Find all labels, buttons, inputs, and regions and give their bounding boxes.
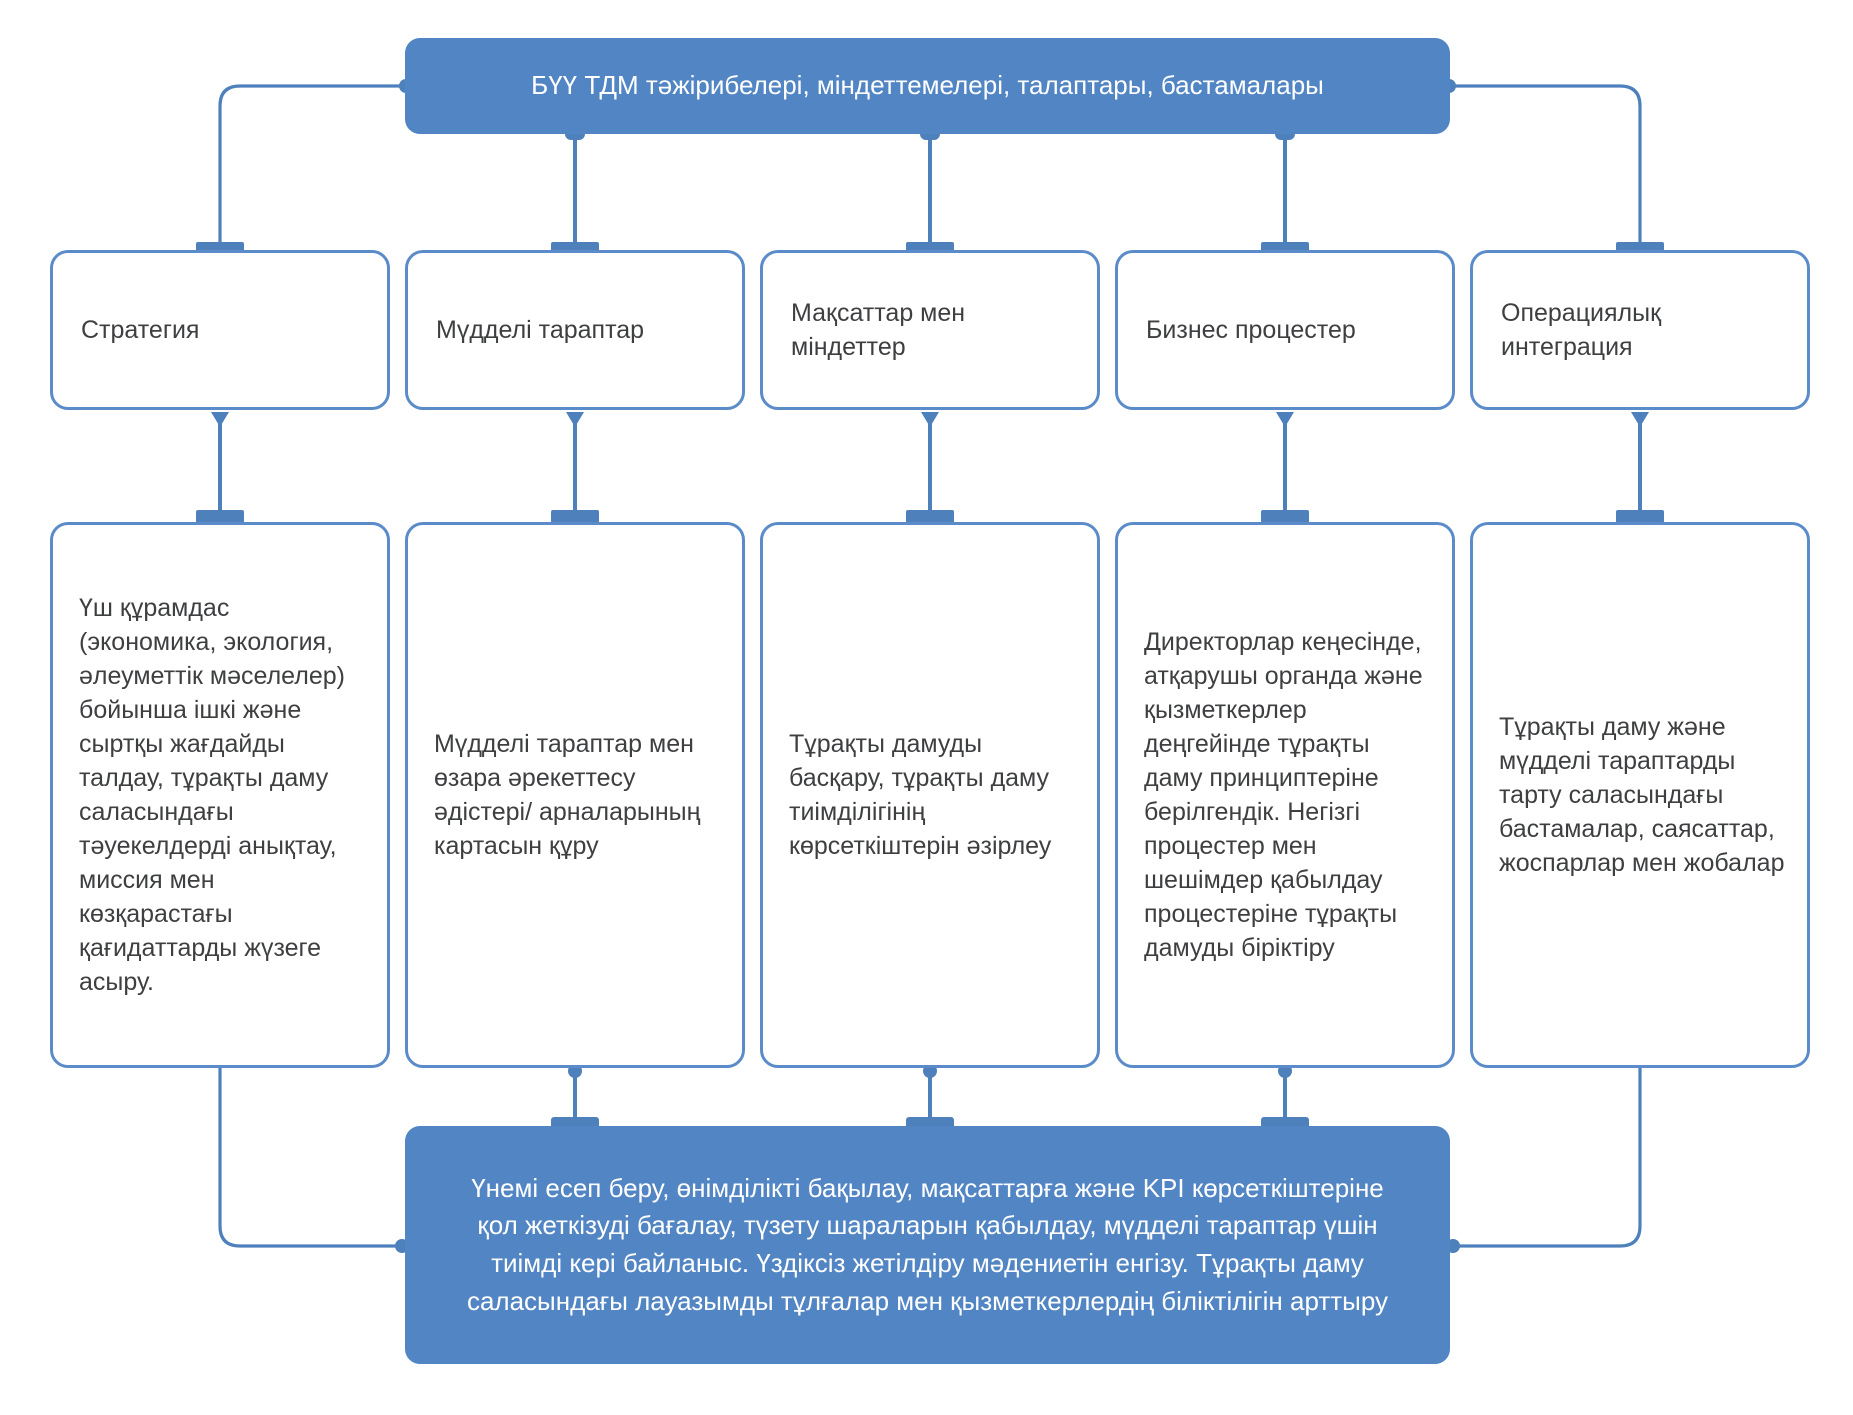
connector-top-to-col1	[218, 84, 405, 248]
connector-tab	[551, 510, 599, 523]
detail-box-strategy: Үш құрамдас (экономика, экология, әлеуме…	[50, 522, 390, 1068]
connector-detail1-to-bottom	[218, 1068, 403, 1248]
header-box-stakeholders: Мүдделі тараптар	[405, 250, 745, 410]
connector-arrow	[566, 412, 584, 427]
connector-arrow	[921, 412, 939, 427]
detail-text: Тұрақты даму және мүдделі тараптарды тар…	[1499, 713, 1785, 877]
top-source-label: БҮҮ ТДМ тәжірибелері, міндеттемелері, та…	[531, 70, 1324, 101]
top-source-box: БҮҮ ТДМ тәжірибелері, міндеттемелері, та…	[405, 38, 1450, 134]
header-box-goals-objectives: Мақсаттар мен міндеттер	[760, 250, 1100, 410]
header-label: Операциялық интеграция	[1501, 299, 1662, 361]
connector-arrow	[1631, 412, 1649, 427]
header-label: Бизнес процестер	[1146, 316, 1356, 344]
connector-arrow	[211, 412, 229, 427]
connector-top-to-col5	[1450, 84, 1642, 248]
header-box-business-processes: Бизнес процестер	[1115, 250, 1455, 410]
connector-arrow	[1276, 412, 1294, 427]
detail-box-operational-integration: Тұрақты даму және мүдделі тараптарды тар…	[1470, 522, 1810, 1068]
connector-tab	[196, 510, 244, 523]
detail-text: Директорлар кеңесінде, атқарушы органда …	[1144, 628, 1423, 962]
detail-text: Үш құрамдас (экономика, экология, әлеуме…	[79, 594, 345, 996]
detail-text: Мүдделі тараптар мен өзара әрекеттесу әд…	[434, 730, 701, 860]
detail-box-stakeholders: Мүдделі тараптар мен өзара әрекеттесу әд…	[405, 522, 745, 1068]
bottom-result-label: Үнемі есеп беру, өнімділікті бақылау, ма…	[466, 1172, 1389, 1316]
header-box-strategy: Стратегия	[50, 250, 390, 410]
connector-tab	[1616, 510, 1664, 523]
header-label: Мақсаттар мен міндеттер	[791, 299, 966, 361]
connector-tab	[1261, 510, 1309, 523]
detail-text: Тұрақты дамуды басқару, тұрақты даму тиі…	[789, 730, 1052, 860]
detail-box-goals-objectives: Тұрақты дамуды басқару, тұрақты даму тиі…	[760, 522, 1100, 1068]
connector-detail5-to-bottom	[1452, 1068, 1642, 1248]
header-box-operational-integration: Операциялық интеграция	[1470, 250, 1810, 410]
connector-tab	[906, 510, 954, 523]
header-label: Мүдделі тараптар	[436, 316, 645, 344]
detail-box-business-processes: Директорлар кеңесінде, атқарушы органда …	[1115, 522, 1455, 1068]
bottom-result-box: Үнемі есеп беру, өнімділікті бақылау, ма…	[405, 1126, 1450, 1364]
header-label: Стратегия	[81, 316, 200, 344]
